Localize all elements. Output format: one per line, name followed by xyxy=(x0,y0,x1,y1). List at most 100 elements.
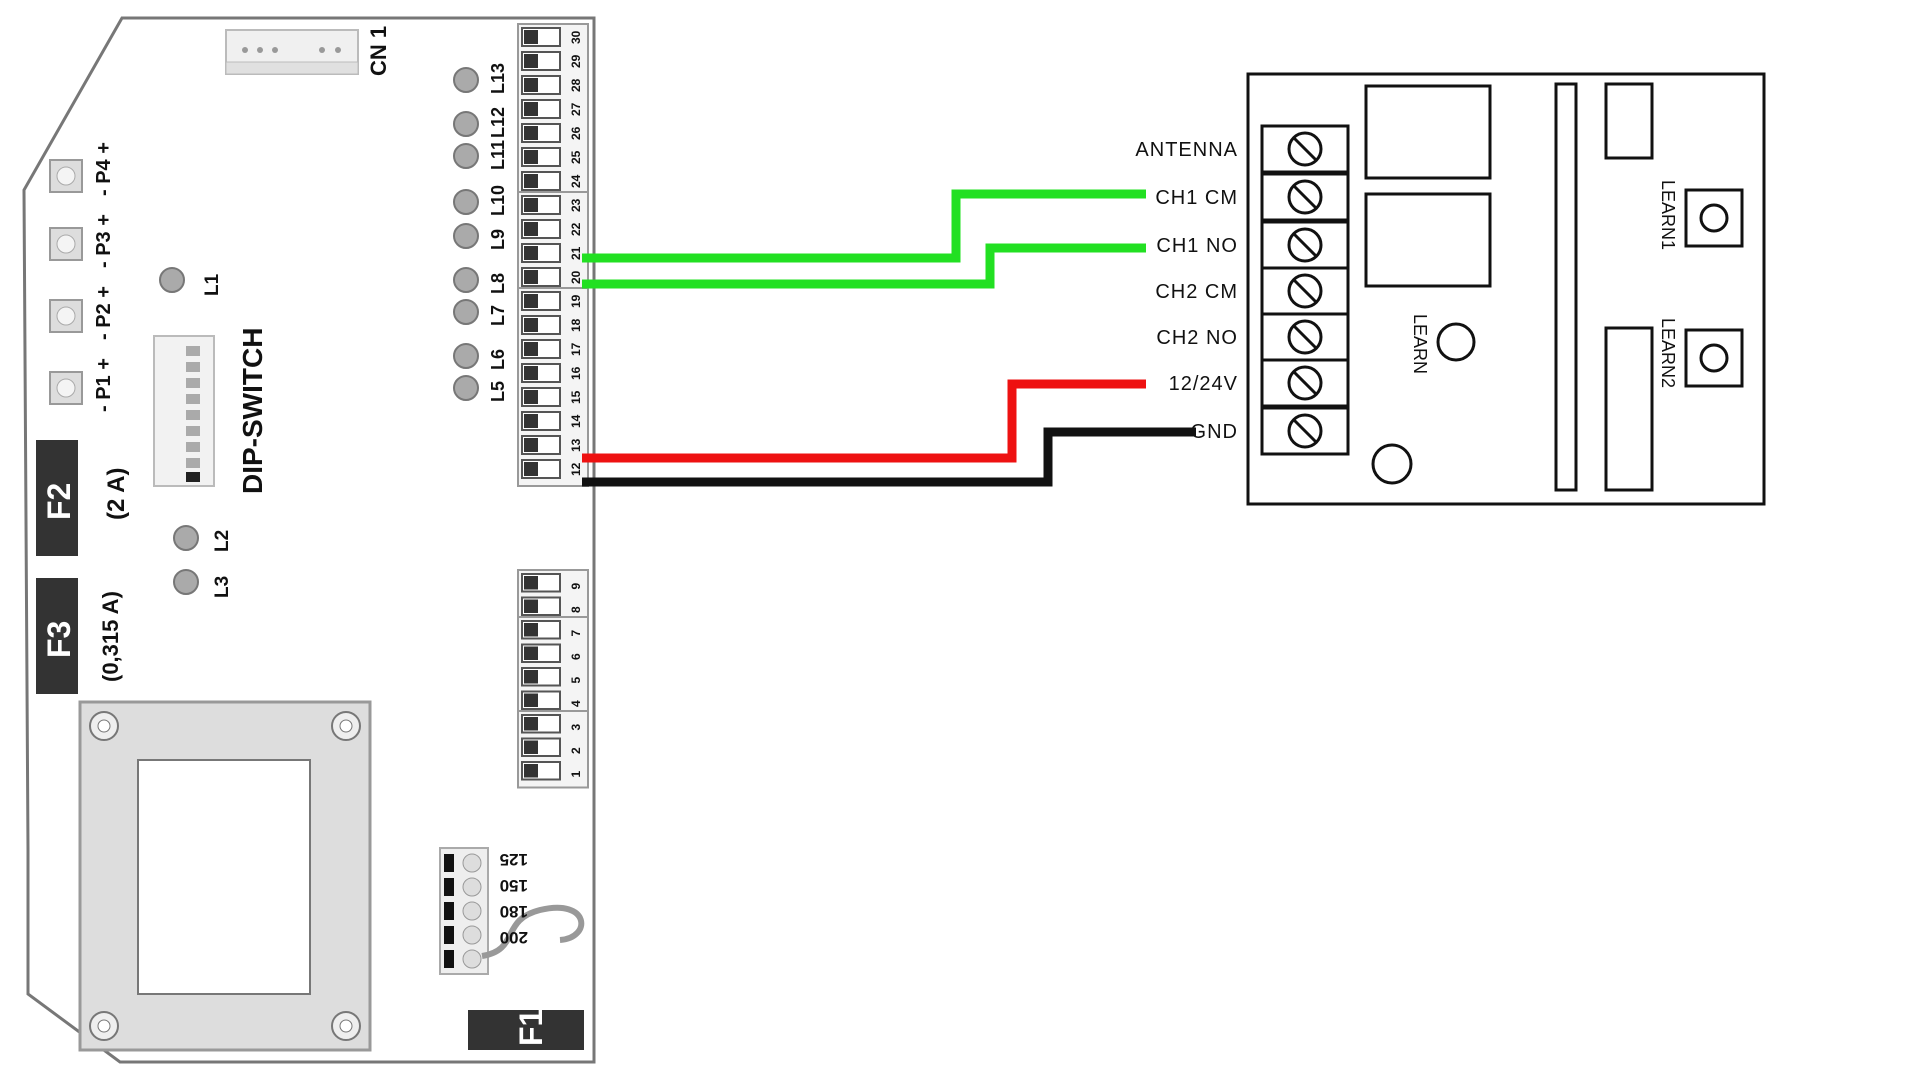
fuse-f2-block xyxy=(36,440,78,556)
terminal-label-16: 16 xyxy=(569,366,583,380)
terminal-label-7: 7 xyxy=(569,630,583,637)
receiver-strip xyxy=(1554,82,1578,492)
led-label-l13: L13 xyxy=(488,63,508,94)
receiver-label-ch1-no: CH1 NO xyxy=(1156,235,1238,257)
learn-label: LEARN xyxy=(1410,314,1430,374)
terminal-label-5: 5 xyxy=(569,677,583,684)
receiver-label-ch2-cm: CH2 CM xyxy=(1155,281,1238,303)
fuse-f1-label: F1 xyxy=(513,1009,549,1046)
transformer xyxy=(78,700,372,1052)
terminal-label-1: 1 xyxy=(569,771,583,778)
terminal-label-21: 21 xyxy=(569,246,583,260)
terminal-label-17: 17 xyxy=(569,342,583,356)
led-l3 xyxy=(173,569,199,595)
led-label-l9: L9 xyxy=(488,229,508,250)
dip-switch-label: DIP-SWITCH xyxy=(237,328,268,494)
led-l13 xyxy=(453,67,479,93)
wire-red-power xyxy=(582,379,1146,463)
led-l10 xyxy=(453,189,479,215)
terminal-label-8: 8 xyxy=(569,606,583,613)
fuse-f3-block xyxy=(36,578,78,694)
led-label-l1: L1 xyxy=(202,273,223,296)
receiver-label-ch2-no: CH2 NO xyxy=(1156,327,1238,349)
wire-black-gnd xyxy=(582,427,1196,487)
terminal-label-29: 29 xyxy=(569,54,583,68)
tap-label-180: 180 xyxy=(500,902,528,921)
terminal-label-20: 20 xyxy=(569,270,583,284)
tap-label-125: 125 xyxy=(500,850,528,869)
fuse-f3-rating: (0,315 A) xyxy=(98,591,123,682)
learn2-button[interactable] xyxy=(1684,328,1744,388)
receiver-label-ch1-cm: CH1 CM xyxy=(1155,187,1238,209)
receiver-chip-top xyxy=(1604,82,1654,160)
cn1-label: CN 1 xyxy=(366,26,391,76)
terminal-label-27: 27 xyxy=(569,102,583,116)
terminal-label-12: 12 xyxy=(569,462,583,476)
learn1-label: LEARN1 xyxy=(1658,180,1678,250)
potentiometer-p4 xyxy=(49,159,83,193)
led-l11 xyxy=(453,143,479,169)
led-label-l2: L2 xyxy=(212,530,233,552)
cn1-connector xyxy=(225,29,359,75)
led-l1 xyxy=(159,267,185,293)
receiver-chip-bottom xyxy=(1604,326,1654,492)
potentiometer-p1 xyxy=(49,371,83,405)
dip-switch-block xyxy=(153,335,215,487)
receiver-label-gnd: GND xyxy=(1191,421,1238,443)
fuse-f3-label: F3 xyxy=(41,621,77,658)
terminal-label-28: 28 xyxy=(569,78,583,92)
terminal-label-18: 18 xyxy=(569,318,583,332)
learn-led xyxy=(1436,322,1476,362)
terminal-label-30: 30 xyxy=(569,30,583,44)
terminal-label-4: 4 xyxy=(569,700,583,707)
learn1-button[interactable] xyxy=(1684,188,1744,248)
potentiometer-p3 xyxy=(49,227,83,261)
led-l6 xyxy=(453,343,479,369)
terminal-label-23: 23 xyxy=(569,198,583,212)
led-l2 xyxy=(173,525,199,551)
tap-label-200: 200 xyxy=(500,928,528,947)
wire-green-ch1-cm xyxy=(582,189,1146,263)
led-label-l6: L6 xyxy=(488,349,508,370)
pot-label-p3: - P3 + xyxy=(93,214,115,268)
led-label-l5: L5 xyxy=(488,381,508,402)
terminal-label-6: 6 xyxy=(569,653,583,660)
led-label-l3: L3 xyxy=(212,576,233,598)
fuse-f2-label: F2 xyxy=(41,483,77,520)
receiver-relay-2 xyxy=(1364,192,1492,288)
terminal-label-19: 19 xyxy=(569,294,583,308)
learn2-label: LEARN2 xyxy=(1658,318,1678,388)
led-label-l8: L8 xyxy=(488,273,508,294)
wire-green-ch1-no xyxy=(582,243,1146,289)
terminal-label-2: 2 xyxy=(569,747,583,754)
terminal-label-3: 3 xyxy=(569,724,583,731)
pot-label-p1: - P1 + xyxy=(93,358,115,412)
fuse-f2-rating: (2 A) xyxy=(103,468,130,520)
led-l12 xyxy=(453,111,479,137)
led-l9 xyxy=(453,223,479,249)
terminal-label-26: 26 xyxy=(569,126,583,140)
terminal-strip-bottom: 9 8 7 6 5 4 3 2 1 xyxy=(517,569,589,789)
terminal-label-22: 22 xyxy=(569,222,583,236)
terminal-label-9: 9 xyxy=(569,583,583,590)
terminal-label-13: 13 xyxy=(569,438,583,452)
receiver-label-antenna: ANTENNA xyxy=(1135,139,1238,161)
terminal-label-14: 14 xyxy=(569,414,583,428)
led-label-l11: L11 xyxy=(488,140,508,170)
tap-label-150: 150 xyxy=(500,876,528,895)
led-label-l7: L7 xyxy=(488,305,508,326)
led-label-l12: L12 xyxy=(488,107,508,138)
pot-label-p2: - P2 + xyxy=(93,286,115,340)
terminal-label-25: 25 xyxy=(569,150,583,164)
led-l5 xyxy=(453,375,479,401)
receiver-relay-1 xyxy=(1364,84,1492,180)
pot-label-p4: - P4 + xyxy=(93,142,115,196)
led-l8 xyxy=(453,267,479,293)
terminal-label-15: 15 xyxy=(569,390,583,404)
fuse-f1-block xyxy=(468,1010,584,1050)
